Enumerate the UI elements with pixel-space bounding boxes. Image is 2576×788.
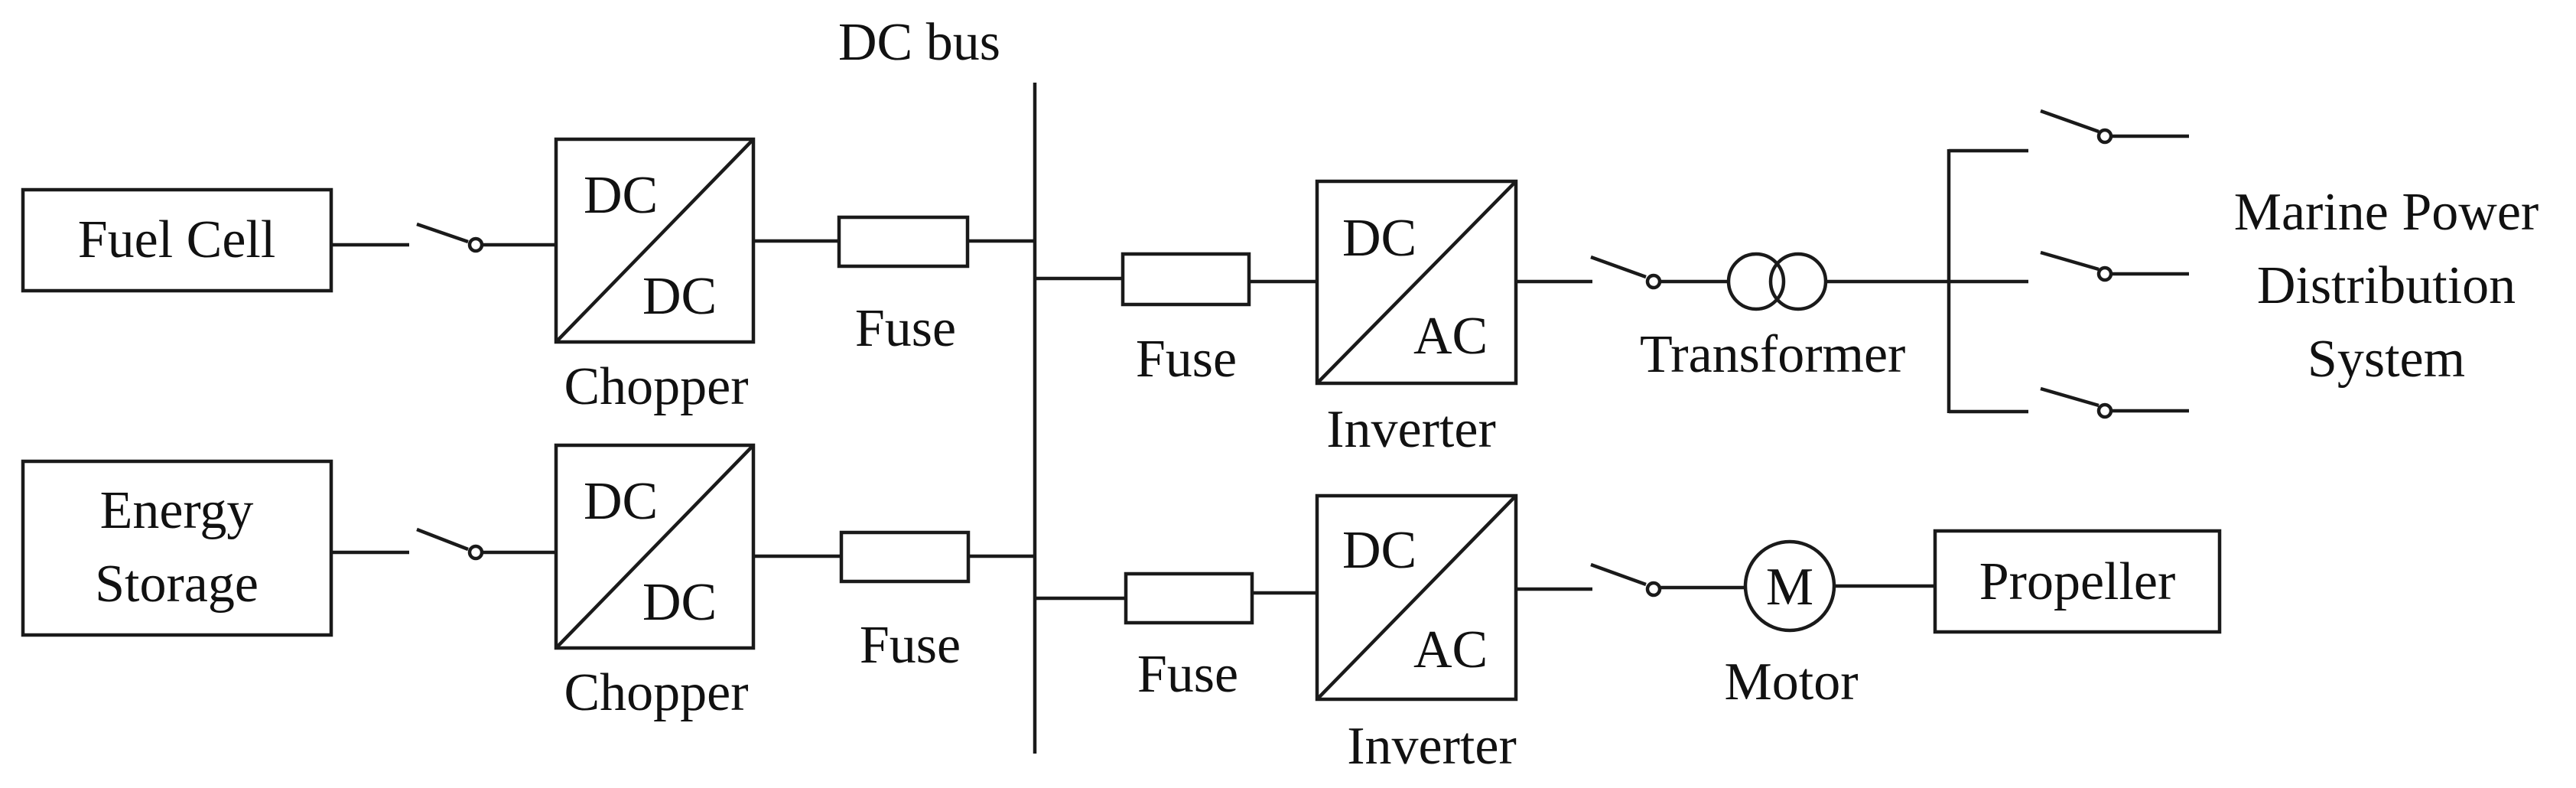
chopper-bottom-in: DC	[584, 472, 658, 531]
inverter-top-in: DC	[1342, 209, 1416, 268]
chopper-bottom: DC DC	[554, 443, 756, 650]
fuse-4	[1124, 571, 1254, 625]
inverter-bottom: DC AC	[1315, 493, 1518, 702]
chopper-bottom-out: DC	[642, 573, 717, 632]
switch-motor	[1590, 562, 1662, 598]
switch-fuel-cell	[416, 222, 484, 253]
distribution-label-3: System	[2308, 330, 2465, 389]
inverter-top-label: Inverter	[1326, 400, 1496, 459]
propeller-label: Propeller	[1979, 552, 2176, 611]
motor-symbol-letter: M	[1766, 558, 1813, 617]
chopper-top-out: DC	[642, 267, 717, 326]
switch-feeder-2	[2040, 250, 2189, 282]
chopper-top-label: Chopper	[564, 357, 748, 416]
switch-feeder-3	[2040, 386, 2189, 419]
fuel-cell-label: Fuel Cell	[78, 210, 276, 269]
chopper-bottom-label: Chopper	[564, 663, 748, 722]
fuse-1-label: Fuse	[855, 299, 956, 358]
fuel-cell-box	[21, 187, 333, 293]
inverter-bottom-out: AC	[1413, 620, 1488, 679]
dc-bus-label: DC bus	[838, 13, 1000, 72]
chopper-top: DC DC	[554, 137, 756, 344]
chopper-top-in: DC	[584, 166, 658, 225]
fuse-1	[837, 215, 970, 269]
switch-energy-storage	[416, 527, 484, 561]
switch-feeder-1	[2040, 109, 2189, 145]
fuse-3	[1120, 252, 1251, 307]
transformer-label: Transformer	[1640, 325, 1905, 384]
switch-transformer	[1590, 255, 1662, 290]
inverter-top-out: AC	[1413, 307, 1488, 366]
inverter-bottom-label: Inverter	[1347, 717, 1517, 776]
inverter-bottom-in: DC	[1342, 521, 1416, 580]
energy-storage-label-2: Storage	[95, 555, 259, 614]
fuse-2-label: Fuse	[860, 616, 961, 675]
distribution-label-2: Distribution	[2257, 256, 2516, 315]
transformer-symbol	[1726, 252, 1828, 311]
fuse-3-label: Fuse	[1136, 330, 1237, 389]
motor-label: Motor	[1725, 653, 1859, 711]
fuse-2	[839, 530, 971, 584]
propeller-box	[1933, 529, 2222, 634]
energy-storage-label-1: Energy	[100, 481, 254, 540]
energy-storage-box	[21, 459, 333, 637]
distribution-label-1: Marine Power	[2234, 183, 2539, 242]
fuse-4-label: Fuse	[1137, 645, 1238, 704]
inverter-top: DC AC	[1315, 179, 1518, 386]
